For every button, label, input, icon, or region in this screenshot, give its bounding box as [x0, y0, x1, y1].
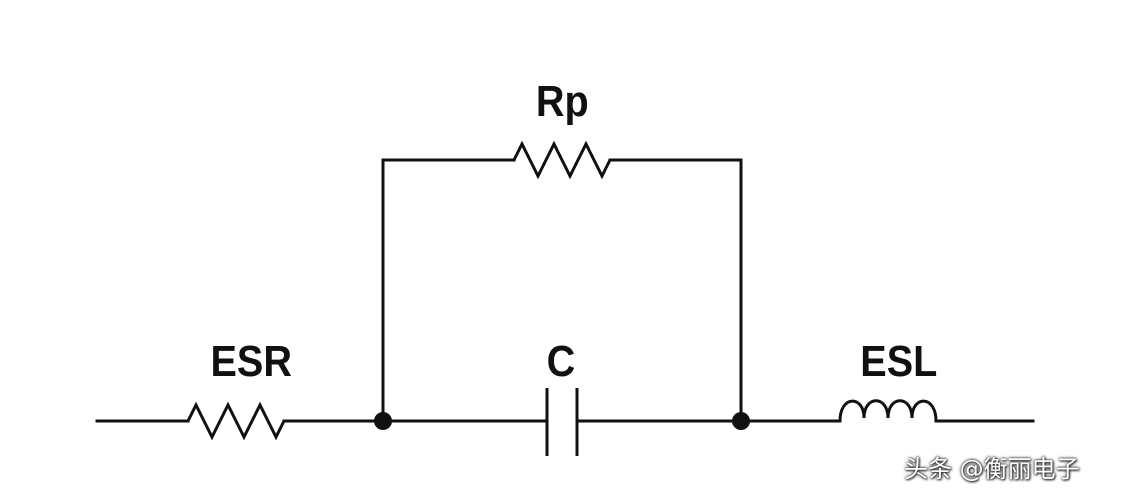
junction-node-right: [732, 412, 750, 430]
label-esl: ESL: [860, 337, 938, 386]
label-esr: ESR: [210, 337, 292, 386]
junction-node-left: [374, 412, 392, 430]
esr-resistor: [186, 401, 286, 441]
wire-rp-branch-left: [381, 158, 516, 423]
wire-rp-branch-right: [608, 158, 743, 423]
watermark: 头条 @衡丽电子: [904, 455, 1080, 483]
rp-resistor: [512, 140, 612, 180]
esl-inductor: [838, 399, 938, 422]
label-rp: Rp: [535, 77, 589, 126]
label-c: C: [546, 337, 576, 386]
